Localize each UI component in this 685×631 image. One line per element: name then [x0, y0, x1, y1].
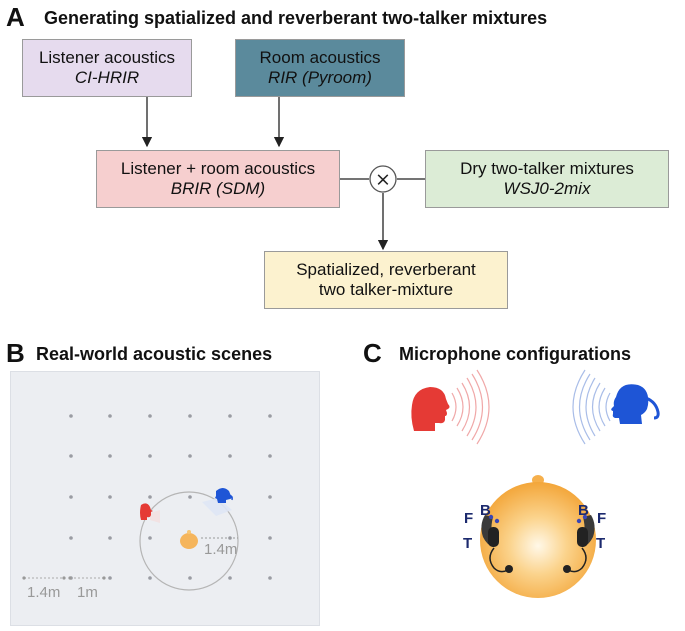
spacing-label-1: 1.4m — [27, 584, 61, 601]
listener-room-acoustics-title: Listener + room acoustics — [120, 159, 316, 178]
grid-dot — [69, 454, 73, 458]
listener-room-acoustics-subtitle: BRIR (SDM) — [170, 179, 266, 198]
grid-dot — [228, 414, 232, 418]
panel-b-title: Real-world acoustic scenes — [36, 344, 273, 364]
left-mic-label-back: B — [480, 502, 491, 519]
panel-b-letter: B — [6, 338, 25, 368]
panel-a-title: Generating spatialized and reverberant t… — [44, 8, 548, 28]
talker1-soundwaves — [451, 369, 490, 445]
grid-dot — [108, 414, 112, 418]
room-acoustics-box: Room acoustics RIR (Pyroom) — [235, 39, 405, 97]
grid-dot — [268, 576, 272, 580]
room-acoustics-subtitle: RIR (Pyroom) — [268, 68, 372, 87]
left-mic-label-t: T — [463, 535, 473, 552]
spacing-label-2: 1m — [77, 584, 98, 601]
right-mic-label-back: B — [578, 502, 589, 519]
listener-acoustics-title: Listener acoustics — [38, 48, 176, 67]
radius-label: 1.4m — [204, 541, 238, 558]
listener-acoustics-box: Listener acoustics CI-HRIR — [22, 39, 192, 97]
scene-talker2-wave — [202, 498, 232, 516]
multiply-operator-circle — [369, 165, 397, 193]
room-acoustics-title: Room acoustics — [259, 48, 381, 67]
grid-dot — [228, 576, 232, 580]
multiply-operator-symbol: × — [375, 169, 391, 191]
scene-talker1-icon — [140, 503, 153, 520]
grid-dot — [69, 536, 73, 540]
grid-dot — [188, 495, 192, 499]
grid-dot — [268, 454, 272, 458]
output-mixture-line1: Spatialized, reverberant — [296, 260, 476, 279]
grid-dot — [148, 536, 152, 540]
right-mic-label-t: T — [596, 535, 606, 552]
grid-dot — [188, 576, 192, 580]
grid-dot — [108, 576, 112, 580]
grid-dot — [148, 576, 152, 580]
output-mixture-line2: two talker-mixture — [318, 280, 454, 299]
grid-dot — [108, 495, 112, 499]
panel-a-letter: A — [6, 2, 25, 32]
grid-dot — [268, 495, 272, 499]
grid-dot — [188, 454, 192, 458]
panel-c-letter: C — [363, 338, 382, 368]
scene-talker1-wave — [150, 510, 160, 523]
grid-dot — [148, 495, 152, 499]
dry-mixtures-box: Dry two-talker mixtures WSJ0-2mix — [425, 150, 669, 208]
scene-talker2-icon — [215, 488, 233, 503]
grid-dot — [108, 454, 112, 458]
scene-listener-head — [180, 533, 198, 549]
talker-radius-circle — [139, 491, 239, 591]
left-hearing-aid-icon — [481, 514, 513, 573]
talker1-icon — [411, 387, 450, 431]
grid-dot — [148, 454, 152, 458]
grid-dot — [108, 536, 112, 540]
grid-dot — [148, 414, 152, 418]
right-hearing-aid-icon — [563, 514, 595, 573]
dry-mixtures-title: Dry two-talker mixtures — [460, 159, 634, 178]
grid-dot — [228, 454, 232, 458]
grid-dot — [268, 414, 272, 418]
grid-dot — [69, 495, 73, 499]
listener-room-acoustics-box: Listener + room acoustics BRIR (SDM) — [96, 150, 340, 208]
talker2-soundwaves — [572, 369, 611, 445]
left-mic-label-front: F — [464, 510, 474, 527]
listener-acoustics-subtitle: CI-HRIR — [74, 68, 140, 87]
grid-dot — [69, 414, 73, 418]
panel-c-title: Microphone configurations — [399, 344, 631, 364]
output-mixture-box: Spatialized, reverberant two talker-mixt… — [264, 251, 508, 309]
grid-dot — [268, 536, 272, 540]
talker2-icon — [611, 384, 660, 424]
right-mic-label-front: F — [597, 510, 607, 527]
dry-mixtures-subtitle: WSJ0-2mix — [503, 179, 591, 198]
grid-dot — [188, 414, 192, 418]
